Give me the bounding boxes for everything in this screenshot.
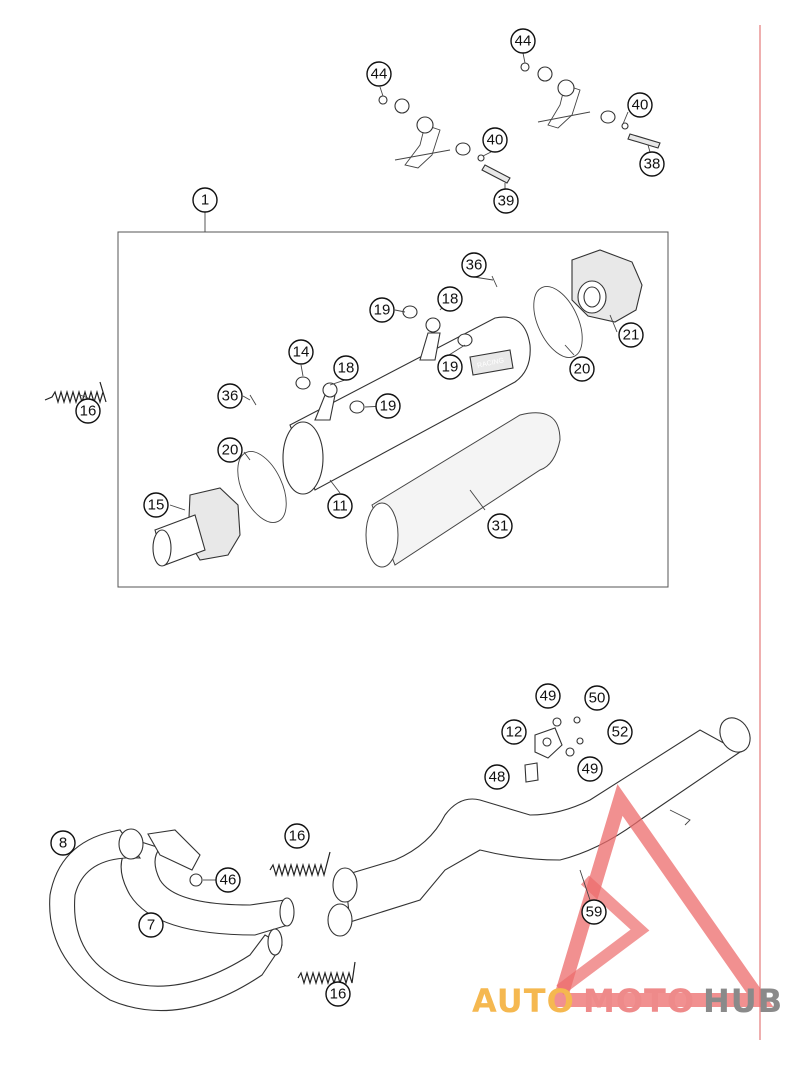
callout-39: 39 — [493, 188, 519, 214]
end-cap-front — [152, 487, 241, 567]
callout-label: 19 — [442, 359, 459, 376]
callout-44: 44 — [510, 28, 536, 54]
callout-31: 31 — [487, 513, 513, 539]
callout-label: 8 — [59, 835, 67, 852]
callout-label: 59 — [586, 904, 603, 921]
callout-14: 14 — [288, 339, 314, 365]
callout-20: 20 — [569, 356, 595, 382]
callout-label: 15 — [148, 497, 165, 514]
callout-48: 48 — [484, 764, 510, 790]
callout-36: 36 — [461, 252, 487, 278]
callout-label: 16 — [330, 986, 347, 1003]
callout-40: 40 — [482, 127, 508, 153]
callout-49: 49 — [535, 683, 561, 709]
callout-label: 36 — [466, 257, 483, 274]
callout-7: 7 — [138, 912, 164, 938]
end-cap-rear — [571, 249, 643, 323]
callout-11: 11 — [327, 493, 353, 519]
callout-8: 8 — [50, 830, 76, 856]
callout-label: 52 — [612, 724, 629, 741]
callout-label: 50 — [589, 690, 606, 707]
callout-44: 44 — [366, 61, 392, 87]
callout-21: 21 — [618, 322, 644, 348]
callout-label: 38 — [644, 156, 661, 173]
callout-50: 50 — [584, 685, 610, 711]
callout-19: 19 — [375, 393, 401, 419]
callout-59: 59 — [581, 899, 607, 925]
callout-19: 19 — [369, 297, 395, 323]
hanger-bracket-left — [378, 95, 511, 184]
spring-upper-middle — [269, 851, 331, 878]
callout-label: 14 — [293, 344, 310, 361]
gasket-right — [533, 286, 583, 358]
callout-36: 36 — [217, 383, 243, 409]
callout-16: 16 — [284, 823, 310, 849]
header-pipe-8 — [49, 828, 283, 1012]
callout-label: 44 — [371, 66, 388, 83]
callout-label: 20 — [222, 442, 239, 459]
callout-20: 20 — [217, 437, 243, 463]
callout-19: 19 — [437, 354, 463, 380]
header-pipe-7 — [120, 829, 295, 936]
watermark-word-auto: AUTO — [472, 982, 575, 1020]
callout-49: 49 — [577, 756, 603, 782]
callout-label: 16 — [80, 403, 97, 420]
callout-46: 46 — [215, 867, 241, 893]
sound-packing-insert — [365, 412, 561, 568]
callout-label: 40 — [487, 132, 504, 149]
bracket-hardware — [524, 716, 584, 783]
callout-52: 52 — [607, 719, 633, 745]
callout-label: 12 — [506, 724, 523, 741]
callout-label: 19 — [380, 398, 397, 415]
callout-label: 11 — [332, 498, 348, 515]
callout-label: 16 — [289, 828, 306, 845]
callout-label: 49 — [582, 761, 599, 778]
spring-left — [44, 381, 107, 405]
callout-16: 16 — [75, 398, 101, 424]
spring-lower-middle — [297, 961, 356, 986]
mid-pipe-59 — [327, 717, 751, 937]
callout-label: 1 — [201, 192, 209, 209]
callout-label: 20 — [574, 361, 591, 378]
callout-label: 19 — [374, 302, 391, 319]
gasket-left — [237, 451, 287, 523]
callout-label: 46 — [220, 872, 237, 889]
callout-label: 44 — [515, 33, 532, 50]
callout-label: 31 — [492, 518, 509, 535]
callout-12: 12 — [501, 719, 527, 745]
callout-label: 36 — [222, 388, 239, 405]
callout-label: 48 — [489, 769, 506, 786]
muffler-body: RACING — [282, 316, 531, 495]
callout-18: 18 — [437, 286, 463, 312]
hanger-bracket-right — [520, 62, 661, 149]
callout-label: 49 — [540, 688, 557, 705]
callout-label: 40 — [632, 97, 649, 114]
callout-15: 15 — [143, 492, 169, 518]
callout-40: 40 — [627, 92, 653, 118]
callout-18: 18 — [333, 355, 359, 381]
callout-1: 1 — [192, 187, 218, 213]
callout-label: 7 — [147, 917, 155, 934]
callout-label: 39 — [498, 193, 515, 210]
watermark-word-moto: MOTO — [583, 982, 695, 1020]
watermark-word-hub: HUB — [703, 982, 783, 1020]
callout-38: 38 — [639, 151, 665, 177]
callout-label: 18 — [442, 291, 459, 308]
callout-label: 21 — [623, 327, 640, 344]
callout-16: 16 — [325, 981, 351, 1007]
silencer-assembly-box — [117, 231, 669, 588]
callout-label: 18 — [338, 360, 355, 377]
